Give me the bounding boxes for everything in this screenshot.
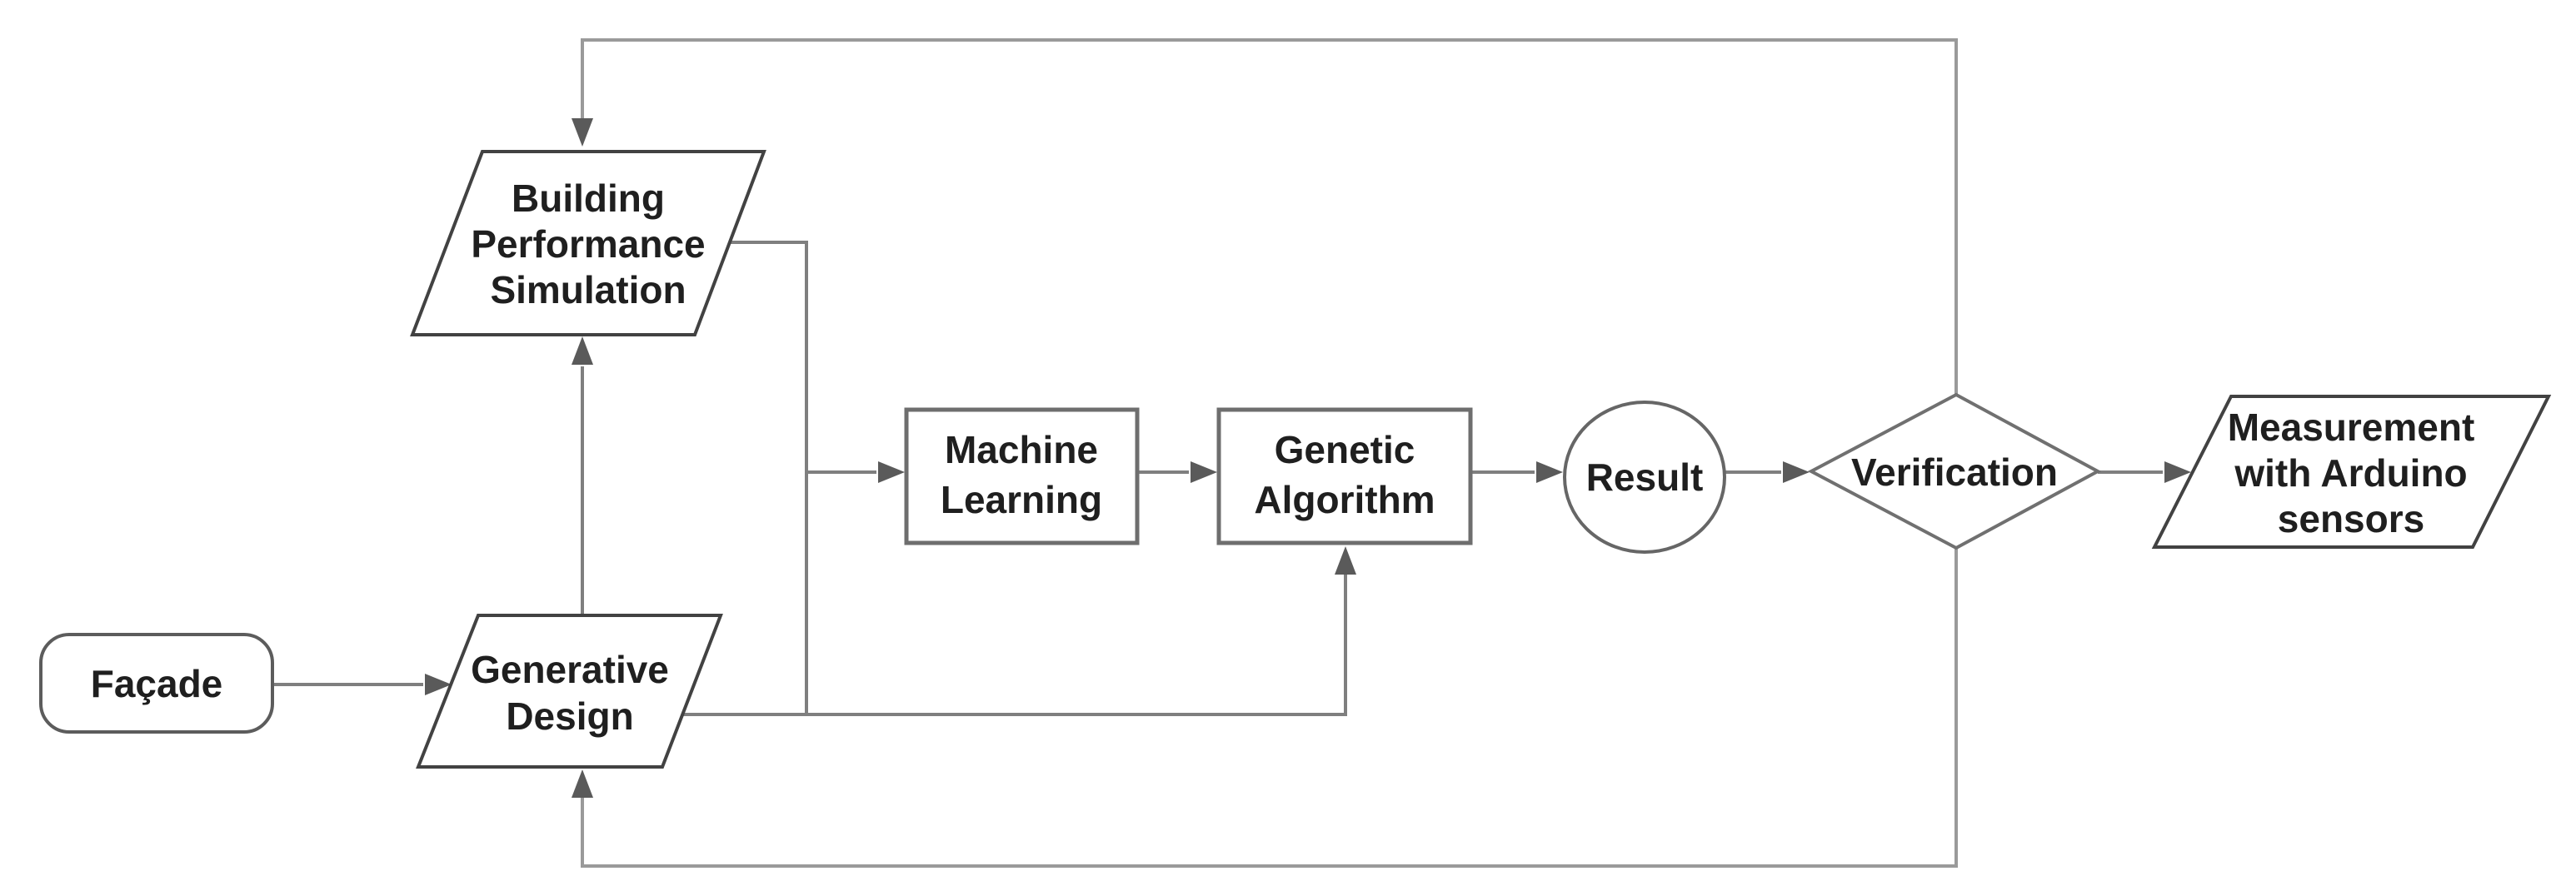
- edge-facade-to-generative-design-arrowhead: [425, 674, 452, 695]
- verification-node: [1807, 392, 2102, 550]
- edge-feedback-verification-to-generative-design: [581, 548, 1958, 868]
- nodes: [39, 150, 2552, 769]
- measurement-label-line1: Measurement: [2228, 406, 2475, 449]
- machine-learning-node: [904, 407, 1140, 545]
- edge-junction-to-machine-learning-arrowhead: [878, 461, 905, 483]
- genetic-algorithm-label-line1: Genetic: [1275, 428, 1415, 471]
- genetic-algorithm-label-line2: Algorithm: [1254, 478, 1435, 521]
- verification-label: Verification: [1851, 450, 2058, 494]
- generative-design-label-line2: Design: [506, 694, 633, 738]
- machine-learning-label-line2: Learning: [941, 478, 1102, 521]
- edge-bps-to-junction: [728, 241, 808, 714]
- result-label: Result: [1586, 455, 1704, 499]
- machine-learning-label-line1: Machine: [945, 428, 1098, 471]
- measurement-label-line2: with Arduino: [2234, 451, 2467, 495]
- facade-node: [39, 633, 274, 734]
- labels: Façade Generative Design Building Perfor…: [91, 177, 2475, 738]
- edge-machine-learning-to-genetic-algorithm-arrowhead: [1191, 461, 1217, 483]
- edge-feedback-verification-to-bps-arrowhead: [572, 118, 593, 147]
- generative-design-node: [416, 614, 723, 769]
- edge-result-to-verification-arrowhead: [1783, 461, 1810, 483]
- building-performance-simulation-node: [410, 150, 766, 336]
- edges: [272, 38, 2191, 868]
- edge-generative-design-to-bps-arrowhead: [572, 336, 593, 365]
- bps-label-line1: Building: [512, 177, 665, 220]
- measurement-node: [2151, 395, 2552, 549]
- genetic-algorithm-node: [1216, 407, 1473, 545]
- facade-label: Façade: [91, 662, 223, 705]
- measurement-label-line3: sensors: [2278, 497, 2424, 540]
- result-node: [1563, 401, 1726, 554]
- bps-label-line3: Simulation: [490, 268, 686, 311]
- edge-feedback-verification-to-generative-design-arrowhead: [572, 769, 593, 798]
- generative-design-label-line1: Generative: [471, 648, 669, 691]
- edge-feedback-verification-to-bps: [581, 38, 1958, 395]
- edge-verification-to-measurement-arrowhead: [2164, 461, 2191, 483]
- edge-generative-design-to-genetic-algorithm: [681, 575, 1347, 716]
- edge-generative-design-to-genetic-algorithm-arrowhead: [1335, 546, 1356, 575]
- edge-genetic-algorithm-to-result-arrowhead: [1536, 461, 1563, 483]
- bps-label-line2: Performance: [471, 222, 705, 266]
